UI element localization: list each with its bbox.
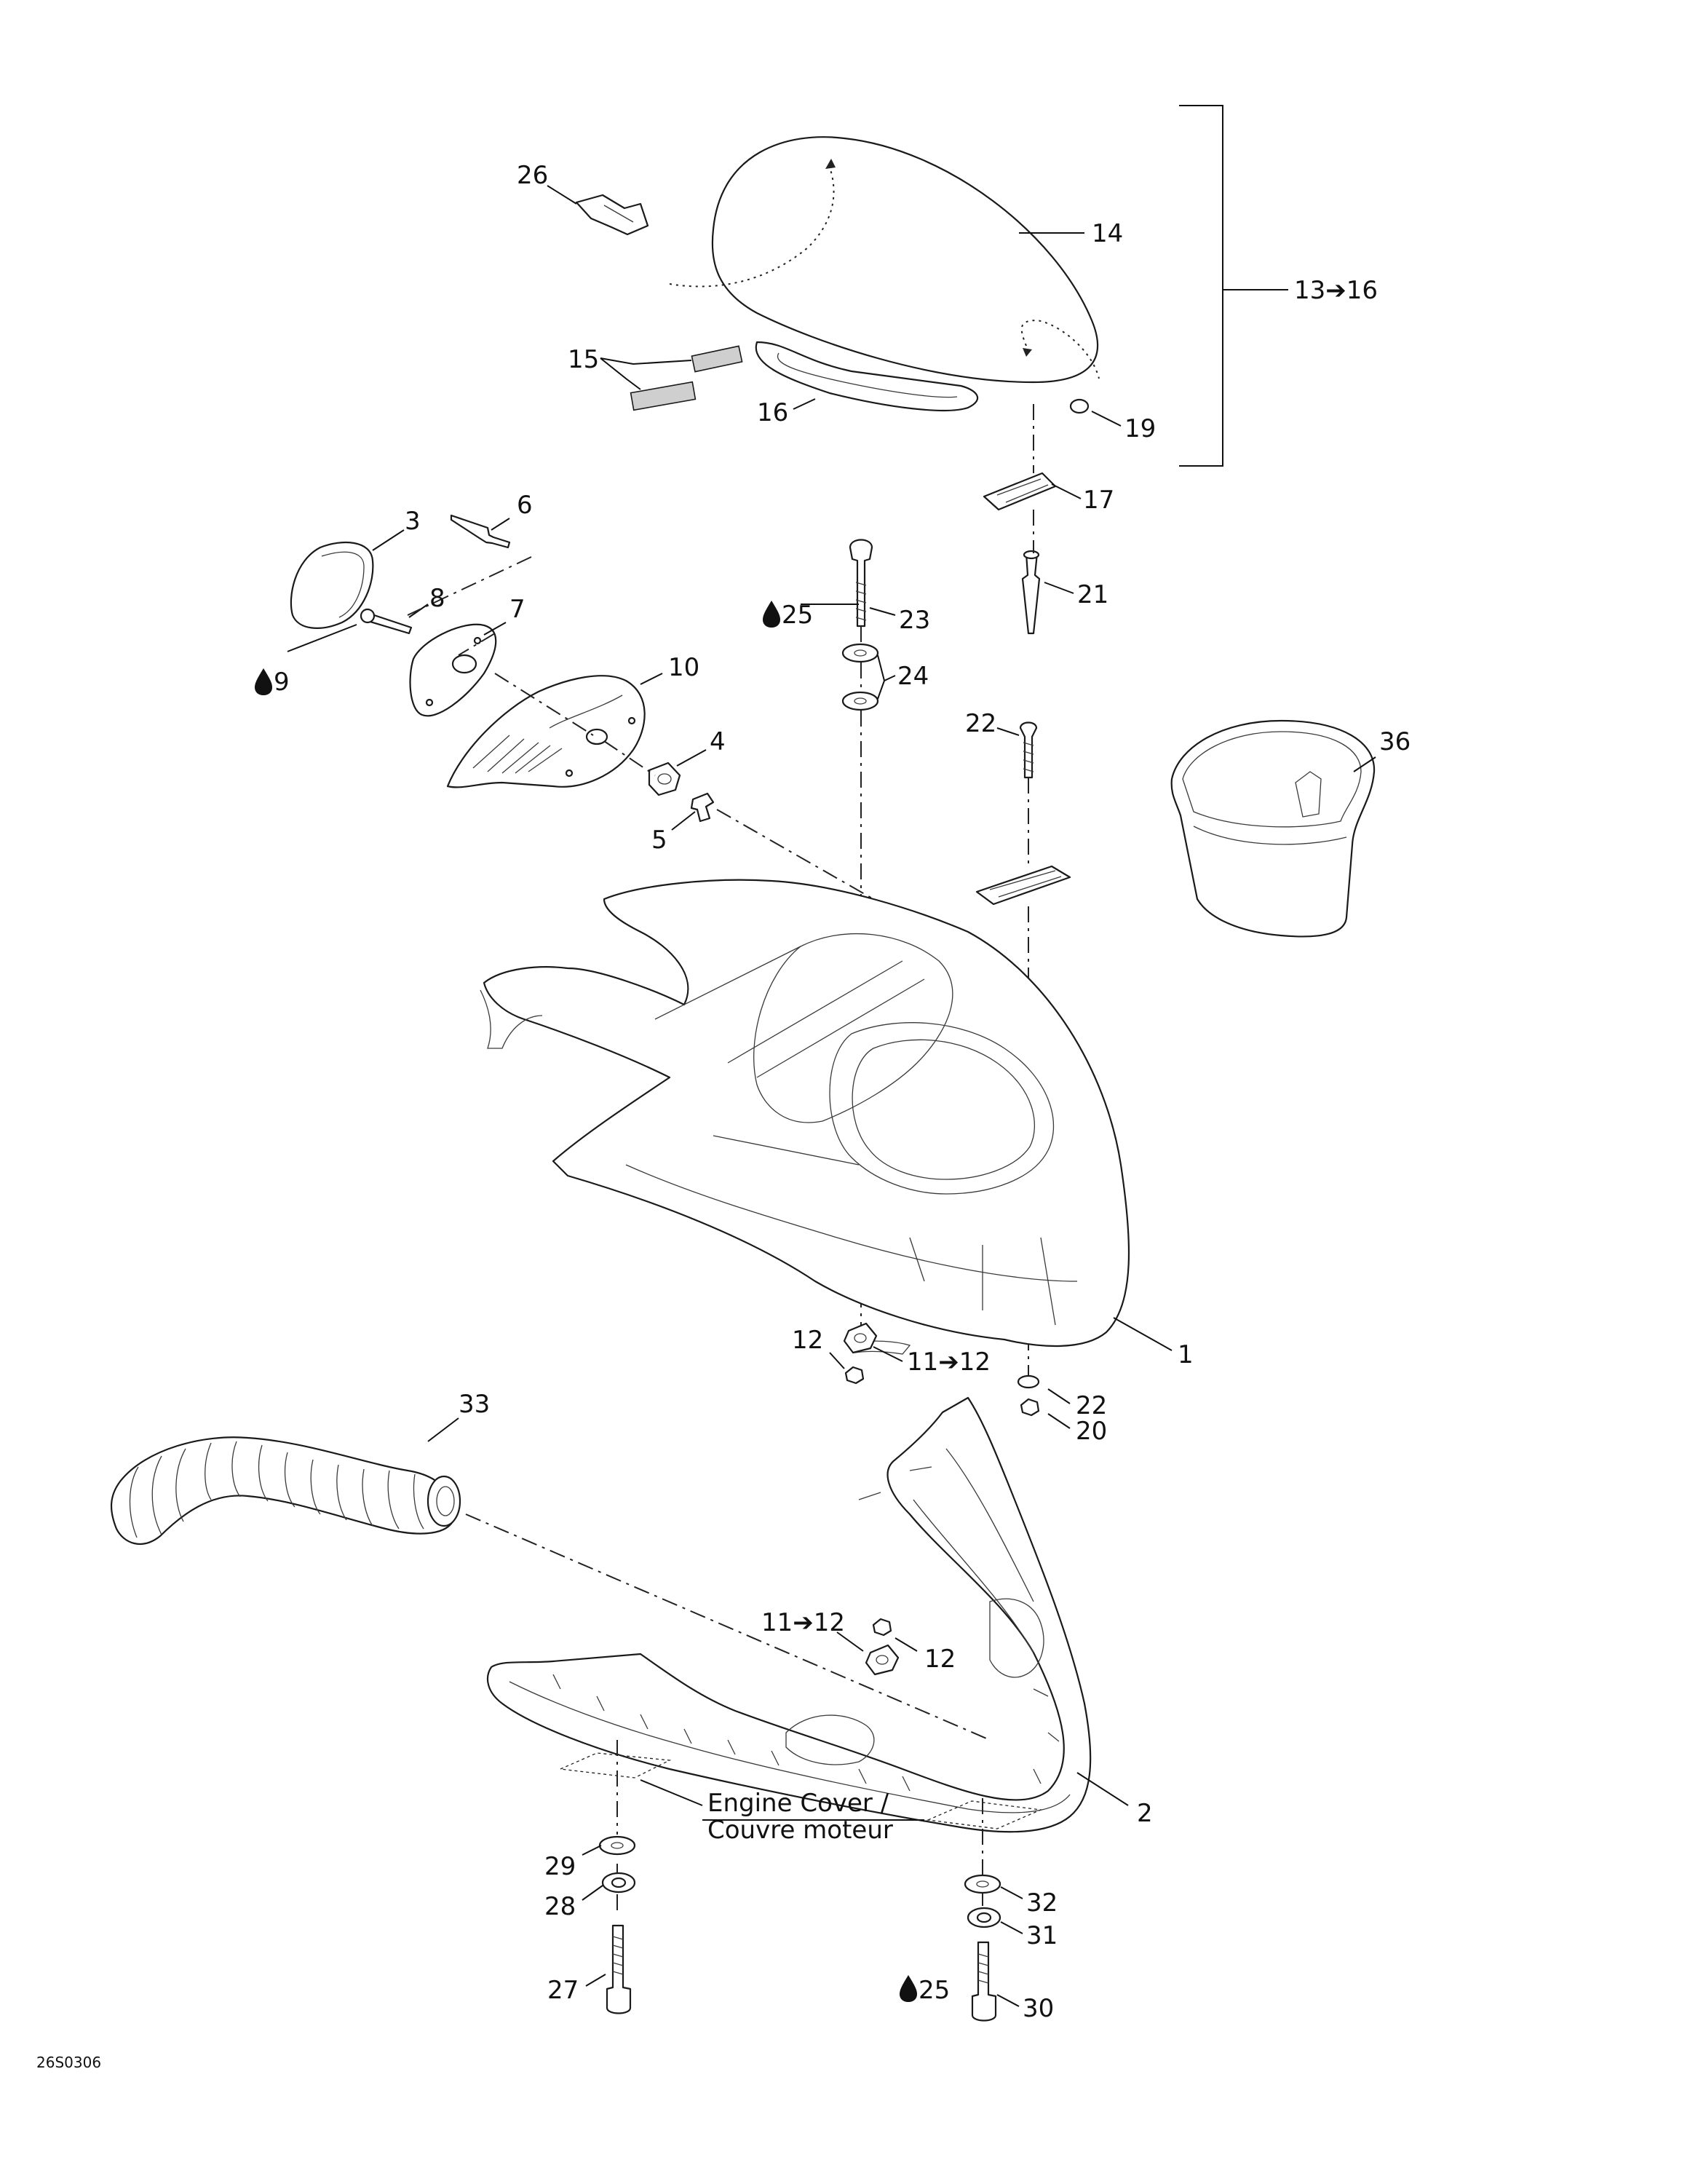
oil-drop-icon [255,668,272,695]
seat-latch [983,472,1057,511]
rivet [450,514,511,549]
callout-25-top: 25 [782,601,813,630]
callout-labels: 26 14 13➔16 15 16 19 17 21 6 3 8 7 9 10 … [36,161,1411,2071]
callout-28: 28 [544,1892,576,1921]
washer-24 [841,643,879,663]
seat-fold-arrow [669,167,835,288]
callout-24: 24 [897,662,929,691]
nut-insert [843,1322,878,1354]
callout-17: 17 [1083,486,1114,515]
callout-13-16: 13➔16 [1294,276,1378,305]
callout-7: 7 [509,595,525,624]
drawing-code: 26S0306 [36,2054,101,2071]
callout-23: 23 [899,606,930,635]
engine-cover-note-line2: Couvre moteur [707,1816,893,1845]
seat-stud [849,539,873,628]
callout-12-bottom: 12 [924,1645,956,1674]
group-bracket [1179,105,1288,467]
seat-cushion [711,136,1099,384]
nut-12 [872,1618,892,1637]
callout-1: 1 [1178,1340,1194,1369]
washer-19 [1069,398,1090,414]
bellows-hose [110,1417,991,1741]
callout-3: 3 [405,507,421,536]
mirror-nut [648,761,681,796]
washer-29 [598,1835,636,1856]
callout-31: 31 [1026,1921,1058,1950]
washer-24 [841,691,879,711]
storage-bin [1170,719,1376,938]
nut-insert [865,1644,900,1676]
engine-cover-hardware [558,1740,1043,2022]
engine-cover-pad [558,1752,672,1779]
callout-36: 36 [1379,727,1411,756]
callout-21: 21 [1077,580,1108,609]
lower-frame-fasteners [836,1618,918,1676]
oil-drop-icon [763,601,780,628]
mirror-base [409,623,497,717]
callout-10: 10 [668,653,699,682]
lower-frame [486,1396,1129,1833]
callout-5: 5 [651,826,667,855]
seat-strip [630,381,697,411]
washer-32 [964,1874,1001,1894]
hinge-screw [1019,721,1038,779]
engine-cover-note-line1: Engine Cover / [707,1789,889,1818]
callout-6: 6 [517,491,533,520]
callout-4: 4 [710,727,726,756]
callout-14: 14 [1092,219,1123,248]
callout-12-top: 12 [792,1326,823,1355]
callout-33: 33 [459,1390,490,1419]
callout-32: 32 [1026,1888,1058,1918]
callout-26: 26 [517,161,548,190]
mirror-clip [690,792,715,823]
callout-8: 8 [429,584,445,613]
engine-cover-pad [926,1800,1043,1829]
callout-25-bottom: 25 [919,1976,950,2005]
washer-22 [1017,1374,1040,1389]
cap-screw-27 [606,1924,632,2014]
callout-20: 20 [1076,1417,1107,1446]
callout-11-12-top: 11➔12 [907,1348,991,1377]
nut-12 [844,1366,865,1385]
mirror-group [287,514,900,914]
callout-22-top: 22 [965,709,996,738]
top-deck [480,879,1173,1355]
latch-pin [1021,552,1041,635]
oil-drop-icon [900,1975,917,2002]
callout-19: 19 [1124,414,1156,443]
callout-9: 9 [274,668,290,697]
callout-15: 15 [568,345,599,374]
callout-2: 2 [1137,1799,1153,1828]
callout-29: 29 [544,1852,576,1881]
callout-11-12-bottom: 11➔12 [761,1608,845,1637]
callout-16: 16 [757,398,788,427]
callout-30: 30 [1023,1994,1054,2023]
strap-hook [575,194,649,236]
callout-27: 27 [547,1976,579,2005]
callout-22-bottom: 22 [1076,1391,1107,1420]
deck-fasteners [829,1322,1071,1429]
hinge-plate [975,865,1071,906]
nut-20 [1020,1398,1040,1417]
mirror-housing [446,675,646,788]
seat-assembly-group [547,105,1288,635]
seat-strip [691,345,743,373]
seat-base-frame [755,341,979,412]
